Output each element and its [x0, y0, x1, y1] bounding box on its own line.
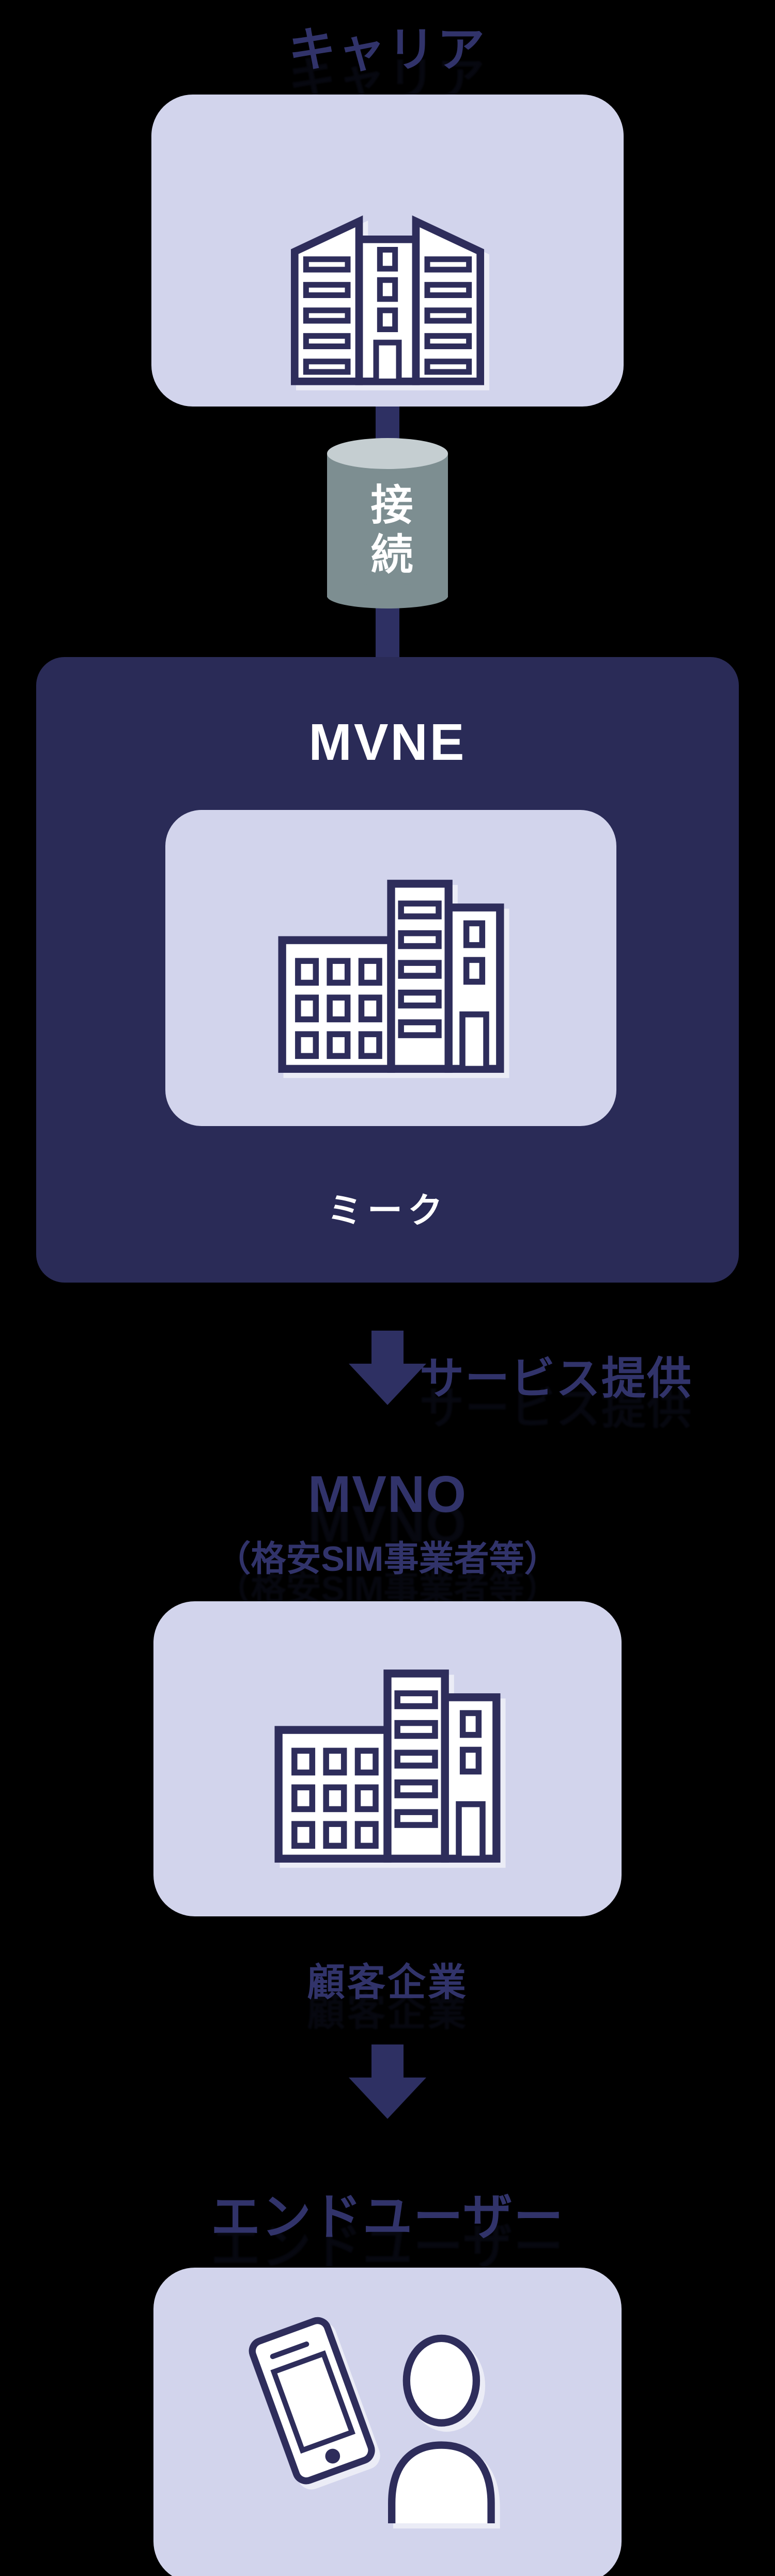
connector-cylinder: 接続 — [327, 437, 448, 611]
office-building-icon — [274, 1669, 501, 1863]
mvno-box — [153, 1601, 622, 1916]
end-user-box — [153, 2268, 622, 2576]
customer-caption: 顧客企業 — [307, 1961, 468, 2004]
mvno-subtitle: （格安SIM事業者等） — [215, 1539, 560, 1579]
mvne-title: MVNE — [308, 713, 467, 771]
mvne-box: MVNE — [36, 657, 739, 1283]
carrier-box — [151, 95, 624, 407]
connector-label: 接続 — [364, 482, 411, 582]
carrier-title: キャリア — [288, 24, 487, 76]
mvne-member-label: ミーク — [327, 1191, 448, 1230]
service-arrow-label: サービス提供 — [420, 1354, 692, 1403]
office-building-icon — [278, 880, 504, 1073]
carrier-building-icon — [291, 215, 484, 385]
down-arrow-icon — [349, 2044, 426, 2119]
end-user-title: エンドユーザー — [210, 2190, 565, 2245]
down-arrow-icon — [349, 1331, 426, 1405]
person-icon — [388, 2334, 495, 2523]
end-user-icons — [249, 2317, 495, 2523]
cylinder-shape — [327, 438, 448, 608]
smartphone-icon — [249, 2317, 375, 2485]
mvne-inner-box — [165, 810, 616, 1126]
mvno-title: MVNO — [308, 1465, 467, 1523]
